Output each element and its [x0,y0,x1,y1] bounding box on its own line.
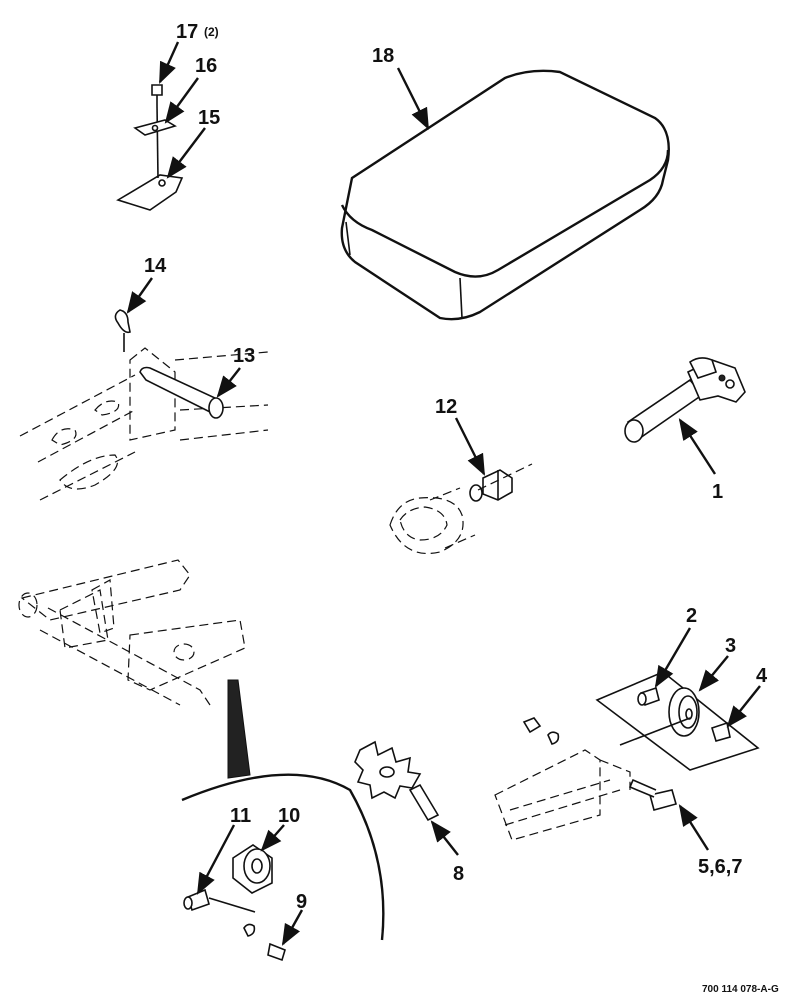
shaft-assembly-part [624,357,746,443]
plate-bracket-parts [116,84,184,211]
callout-17-quantity: (2) [204,25,219,39]
callout-2: 2 [686,605,697,627]
drawing-id: 700 114 078-A-G [702,984,779,995]
callout-14: 14 [144,255,167,277]
callout-17: 17 [176,21,198,43]
arm-assembly [18,559,246,706]
callout-10: 10 [278,805,300,827]
callout-1: 1 [712,481,723,503]
callout-13: 13 [233,345,255,367]
leader-arrows [126,41,761,946]
callout-5-6-7: 5,6,7 [698,856,742,878]
callout-11: 11 [230,805,251,827]
callout-labels: 18 17 (2) 16 15 14 13 12 1 2 3 4 5,6,7 8… [144,21,779,995]
callout-15: 15 [198,107,220,129]
callout-4: 4 [756,665,768,687]
bracket-pin-assembly [19,309,269,501]
callout-8: 8 [453,863,464,885]
callout-16: 16 [195,55,217,77]
callout-9: 9 [296,891,307,913]
gear-pin-part [354,740,440,822]
pulley-mount-assembly [494,671,760,841]
storage-box-part [340,69,670,321]
callout-18: 18 [372,45,394,67]
callout-12: 12 [435,396,457,418]
nut-gear-assembly [389,463,533,555]
callout-3: 3 [725,635,736,657]
detail-view [181,679,385,962]
